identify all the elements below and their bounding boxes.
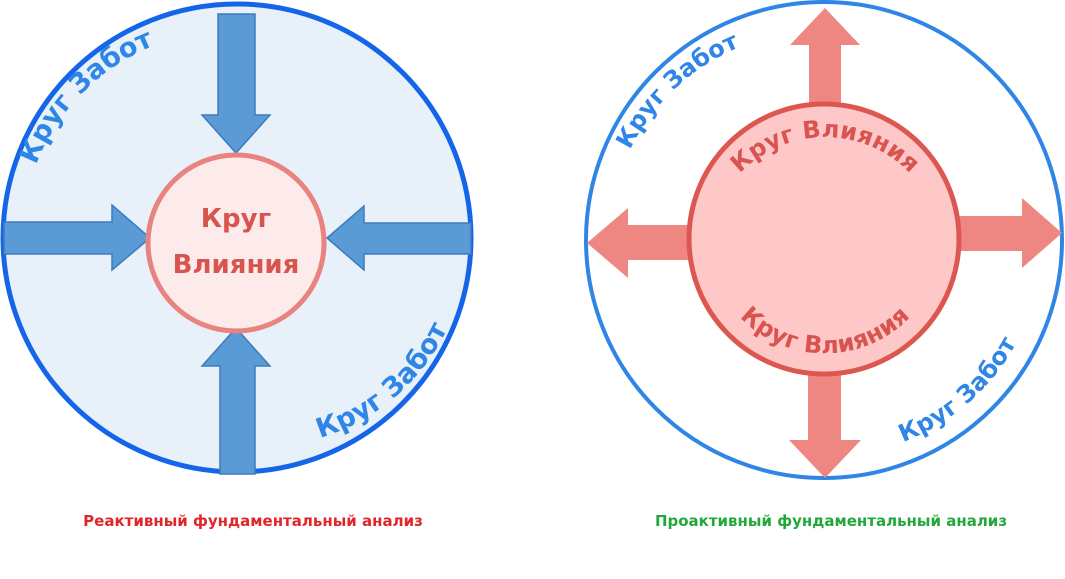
reactive-arrow-bottom [200,326,272,475]
proactive-diagram: Круг Влияния Круг Влияния Круг Забот Кру… [584,0,1064,480]
reactive-diagram: Круг Влияния Круг Забот Круг Забот [0,1,474,475]
reactive-inner-circle [145,152,327,334]
proactive-arrow-right [958,198,1062,268]
proactive-inner-circle [686,101,962,377]
reactive-inner-label-line1: Круг [201,204,271,234]
proactive-arrow-top [790,8,860,108]
reactive-caption: Реактивный фундаментальный анализ [83,512,423,530]
reactive-arrow-left [3,203,152,272]
proactive-arrow-bottom [789,372,861,478]
reactive-inner-label-line2: Влияния [173,250,300,280]
proactive-caption: Проактивный фундаментальный анализ [654,512,1008,530]
proactive-arrow-left [587,208,692,278]
reactive-arrow-right [325,204,472,272]
reactive-arrow-top [200,13,272,155]
